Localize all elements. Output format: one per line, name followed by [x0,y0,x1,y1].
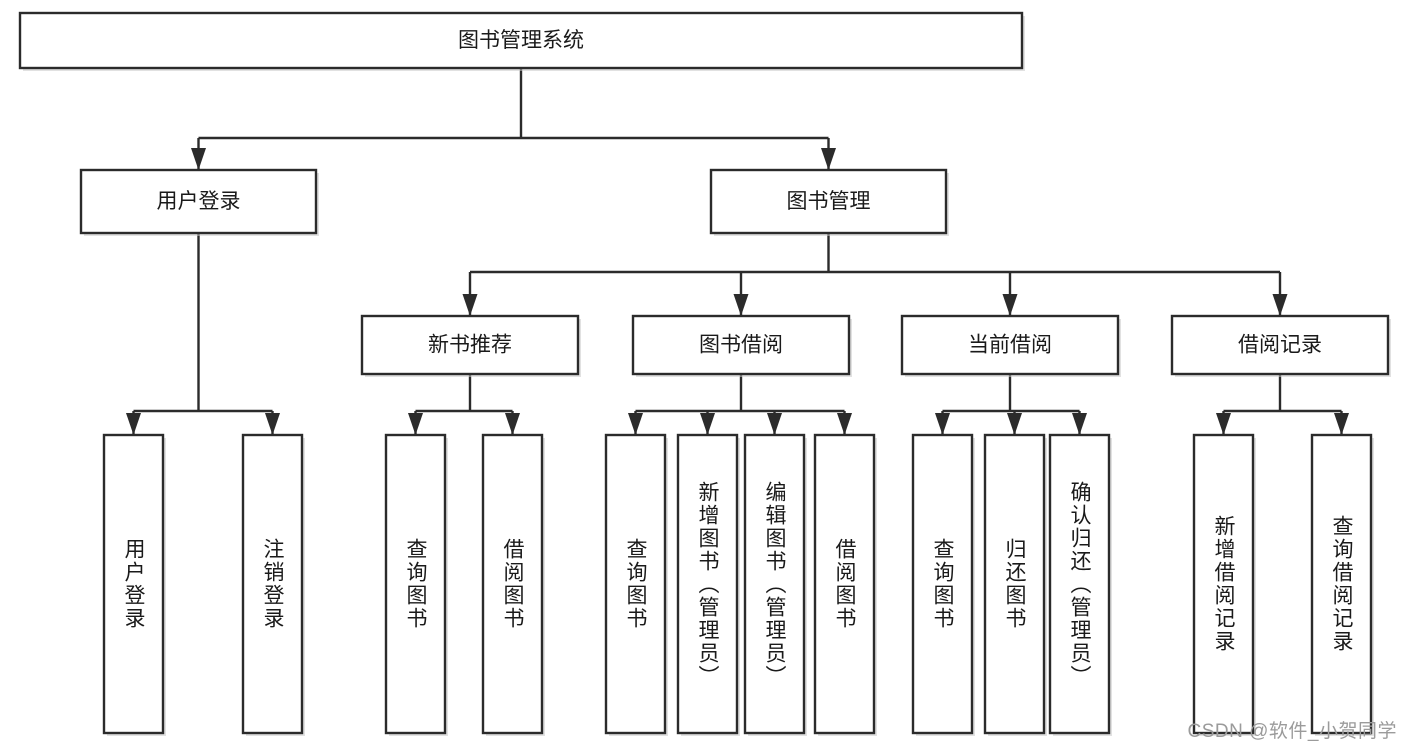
arrow-head-icon [1007,413,1022,435]
node-label: 图书管理 [787,190,871,213]
arrow-head-icon [700,413,715,435]
node-leaf-query-book-2[interactable] [604,433,668,736]
arrow-head-icon [505,413,520,435]
node-leaf-add-record[interactable] [1192,433,1256,736]
watermark-text: CSDN @软件_小贺同学 [1187,721,1397,742]
node-book-borrow[interactable]: 图书借阅 [631,314,852,377]
arrow-head-icon [935,413,950,435]
node-leaf-add-book[interactable] [676,433,740,736]
node-leaf-query-book-3[interactable] [911,433,975,736]
node-leaf-return-book[interactable] [983,433,1047,736]
arrow-head-icon [837,413,852,435]
node-label: 当前借阅 [968,334,1052,357]
node-leaf-edit-book[interactable] [743,433,807,736]
arrow-head-icon [1334,413,1349,435]
node-user-login[interactable]: 用户登录 [79,168,319,236]
arrow-head-icon [1216,413,1231,435]
edges-layer [126,68,1349,435]
node-leaf-query-record[interactable] [1310,433,1374,736]
arrow-head-icon [767,413,782,435]
arrow-head-icon [1072,413,1087,435]
arrow-head-icon [821,148,836,170]
node-leaf-borrow-book-2[interactable] [813,433,877,736]
node-label: 图书管理系统 [458,29,584,52]
node-root-图书管理系统[interactable]: 图书管理系统 [18,11,1025,71]
arrow-head-icon [265,413,280,435]
arrow-head-icon [1002,294,1018,316]
node-current-borrow[interactable]: 当前借阅 [900,314,1121,377]
node-leaf-query-book-1[interactable] [384,433,448,736]
node-label: 图书借阅 [699,334,783,357]
node-leaf-user-login[interactable] [102,433,166,736]
node-leaf-borrow-book-1[interactable] [481,433,545,736]
arrow-head-icon [408,413,423,435]
node-borrow-record[interactable]: 借阅记录 [1170,314,1391,377]
node-leaf-confirm-return[interactable] [1048,433,1112,736]
arrow-head-icon [733,294,749,316]
node-label: 新书推荐 [428,334,512,357]
arrow-head-icon [1272,294,1288,316]
arrow-head-icon [628,413,643,435]
arrow-head-icon [126,413,141,435]
node-book-manage[interactable]: 图书管理 [709,168,949,236]
node-new-book-rec[interactable]: 新书推荐 [360,314,581,377]
node-label: 借阅记录 [1238,334,1322,357]
node-label: 用户登录 [157,190,241,213]
arrow-head-icon [462,294,478,316]
node-leaf-user-logout[interactable] [241,433,305,736]
arrow-head-icon [191,148,206,170]
